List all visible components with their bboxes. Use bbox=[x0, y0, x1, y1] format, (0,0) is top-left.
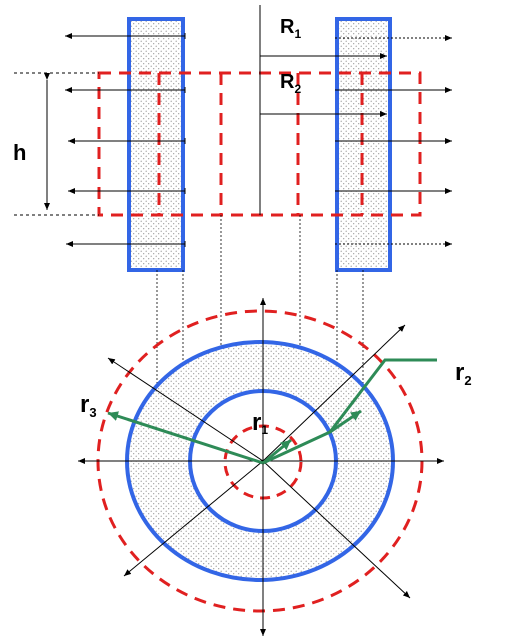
r2-line bbox=[262, 358, 437, 465]
coil-plan-view bbox=[78, 298, 444, 636]
height-dimension bbox=[14, 72, 99, 216]
r2-arrowhead-leg bbox=[329, 409, 362, 434]
R2-label: R2 bbox=[280, 71, 301, 96]
r1-label: r1 bbox=[252, 409, 268, 437]
r3-label: r3 bbox=[80, 391, 97, 420]
left-force-arrows bbox=[65, 33, 186, 247]
r2-label: r2 bbox=[455, 359, 472, 388]
radius-lines bbox=[107, 358, 437, 465]
r1-line bbox=[262, 438, 292, 465]
right-winding-bar bbox=[335, 17, 392, 272]
right-force-arrows bbox=[335, 35, 452, 247]
R1-label: R1 bbox=[280, 16, 301, 41]
height-label: h bbox=[13, 140, 26, 165]
left-winding-bar bbox=[127, 17, 185, 272]
radial-force-arrows bbox=[78, 298, 444, 636]
coil-side-section bbox=[14, 5, 452, 272]
r3-line bbox=[107, 411, 264, 465]
